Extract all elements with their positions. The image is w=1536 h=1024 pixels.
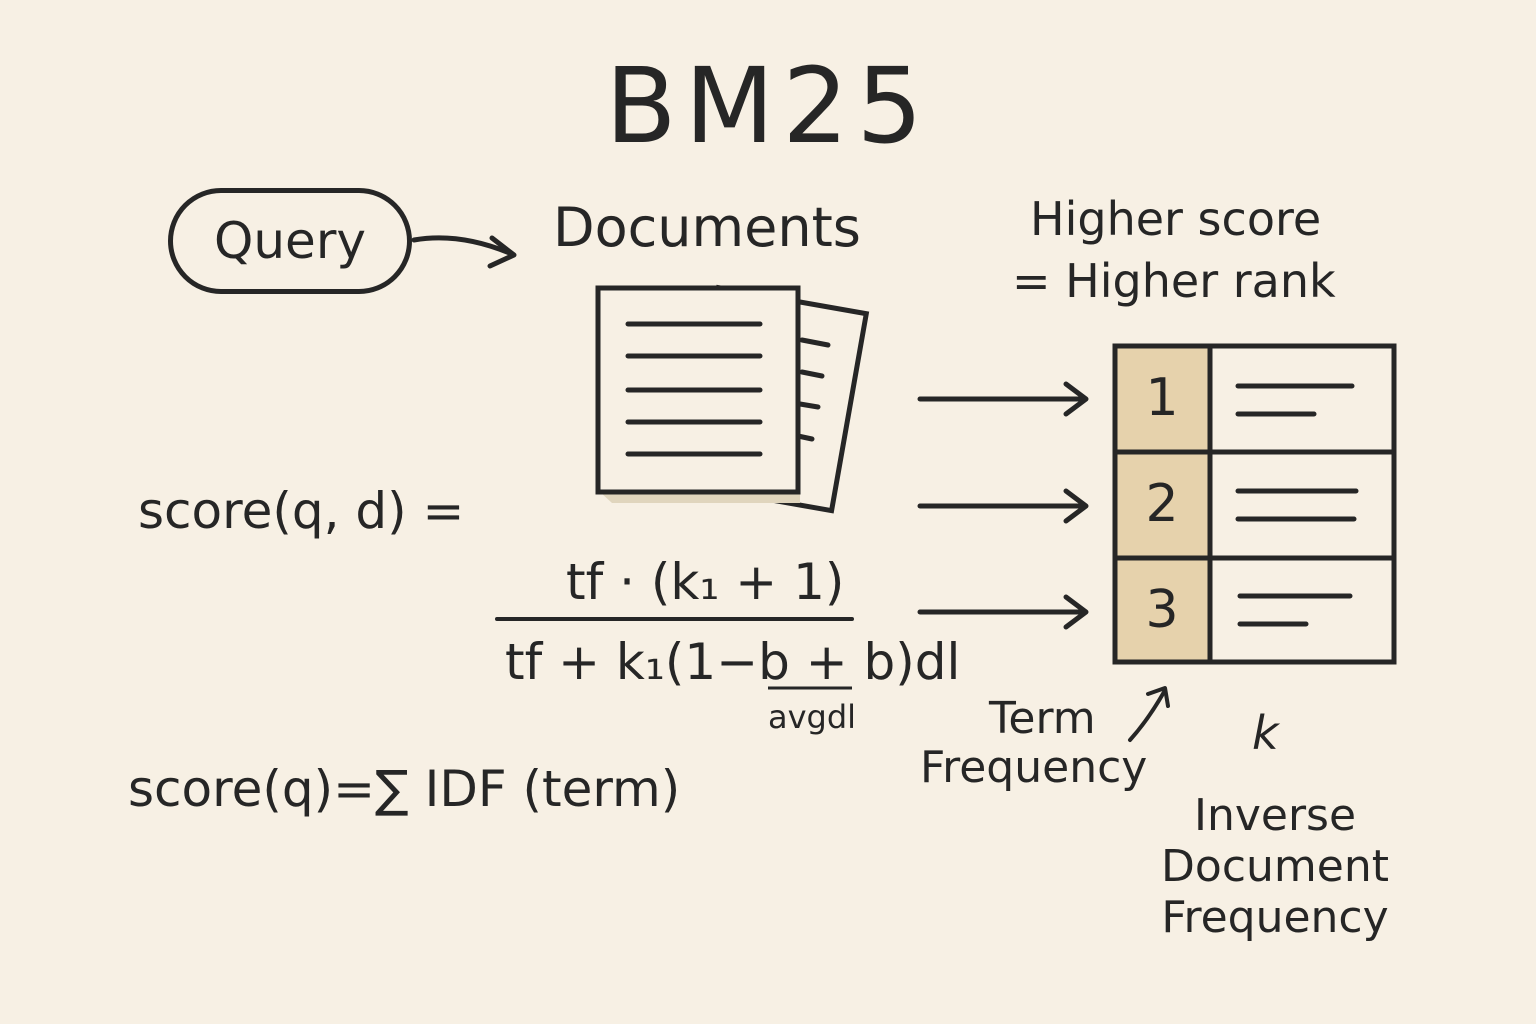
- idf-label: Inverse Document Frequency: [1161, 790, 1389, 943]
- score-qd-formula: score(q, d) =: [138, 482, 465, 540]
- higher-rank-label: = Higher rank: [1012, 254, 1336, 308]
- query-pill: Query: [168, 188, 412, 294]
- formula-denominator: tf + k₁(1−b + b)dl: [505, 633, 961, 691]
- document-to-rank-arrows: [917, 381, 1089, 630]
- formula-denominator-sub: avgdl: [768, 698, 857, 736]
- documents-stack-icon: [595, 284, 870, 514]
- rank-2: 2: [1145, 474, 1179, 534]
- formula-numerator: tf · (k₁ + 1): [566, 553, 845, 611]
- ranking-table: [1112, 343, 1397, 665]
- higher-score-label: Higher score: [1030, 192, 1322, 246]
- page-title: BM25: [605, 45, 931, 167]
- term-frequency-label-line1: Term: [989, 693, 1096, 744]
- rank-3: 3: [1145, 580, 1179, 640]
- query-label: Query: [214, 212, 366, 270]
- term-frequency-arrow: [1128, 686, 1170, 742]
- score-q-formula: score(q)=∑ IDF (term): [128, 760, 681, 818]
- k-label: k: [1252, 706, 1279, 760]
- documents-label: Documents: [553, 196, 861, 259]
- rank-1: 1: [1145, 368, 1179, 428]
- query-to-documents-arrow: [411, 235, 517, 269]
- term-frequency-label-line2: Frequency: [920, 742, 1148, 793]
